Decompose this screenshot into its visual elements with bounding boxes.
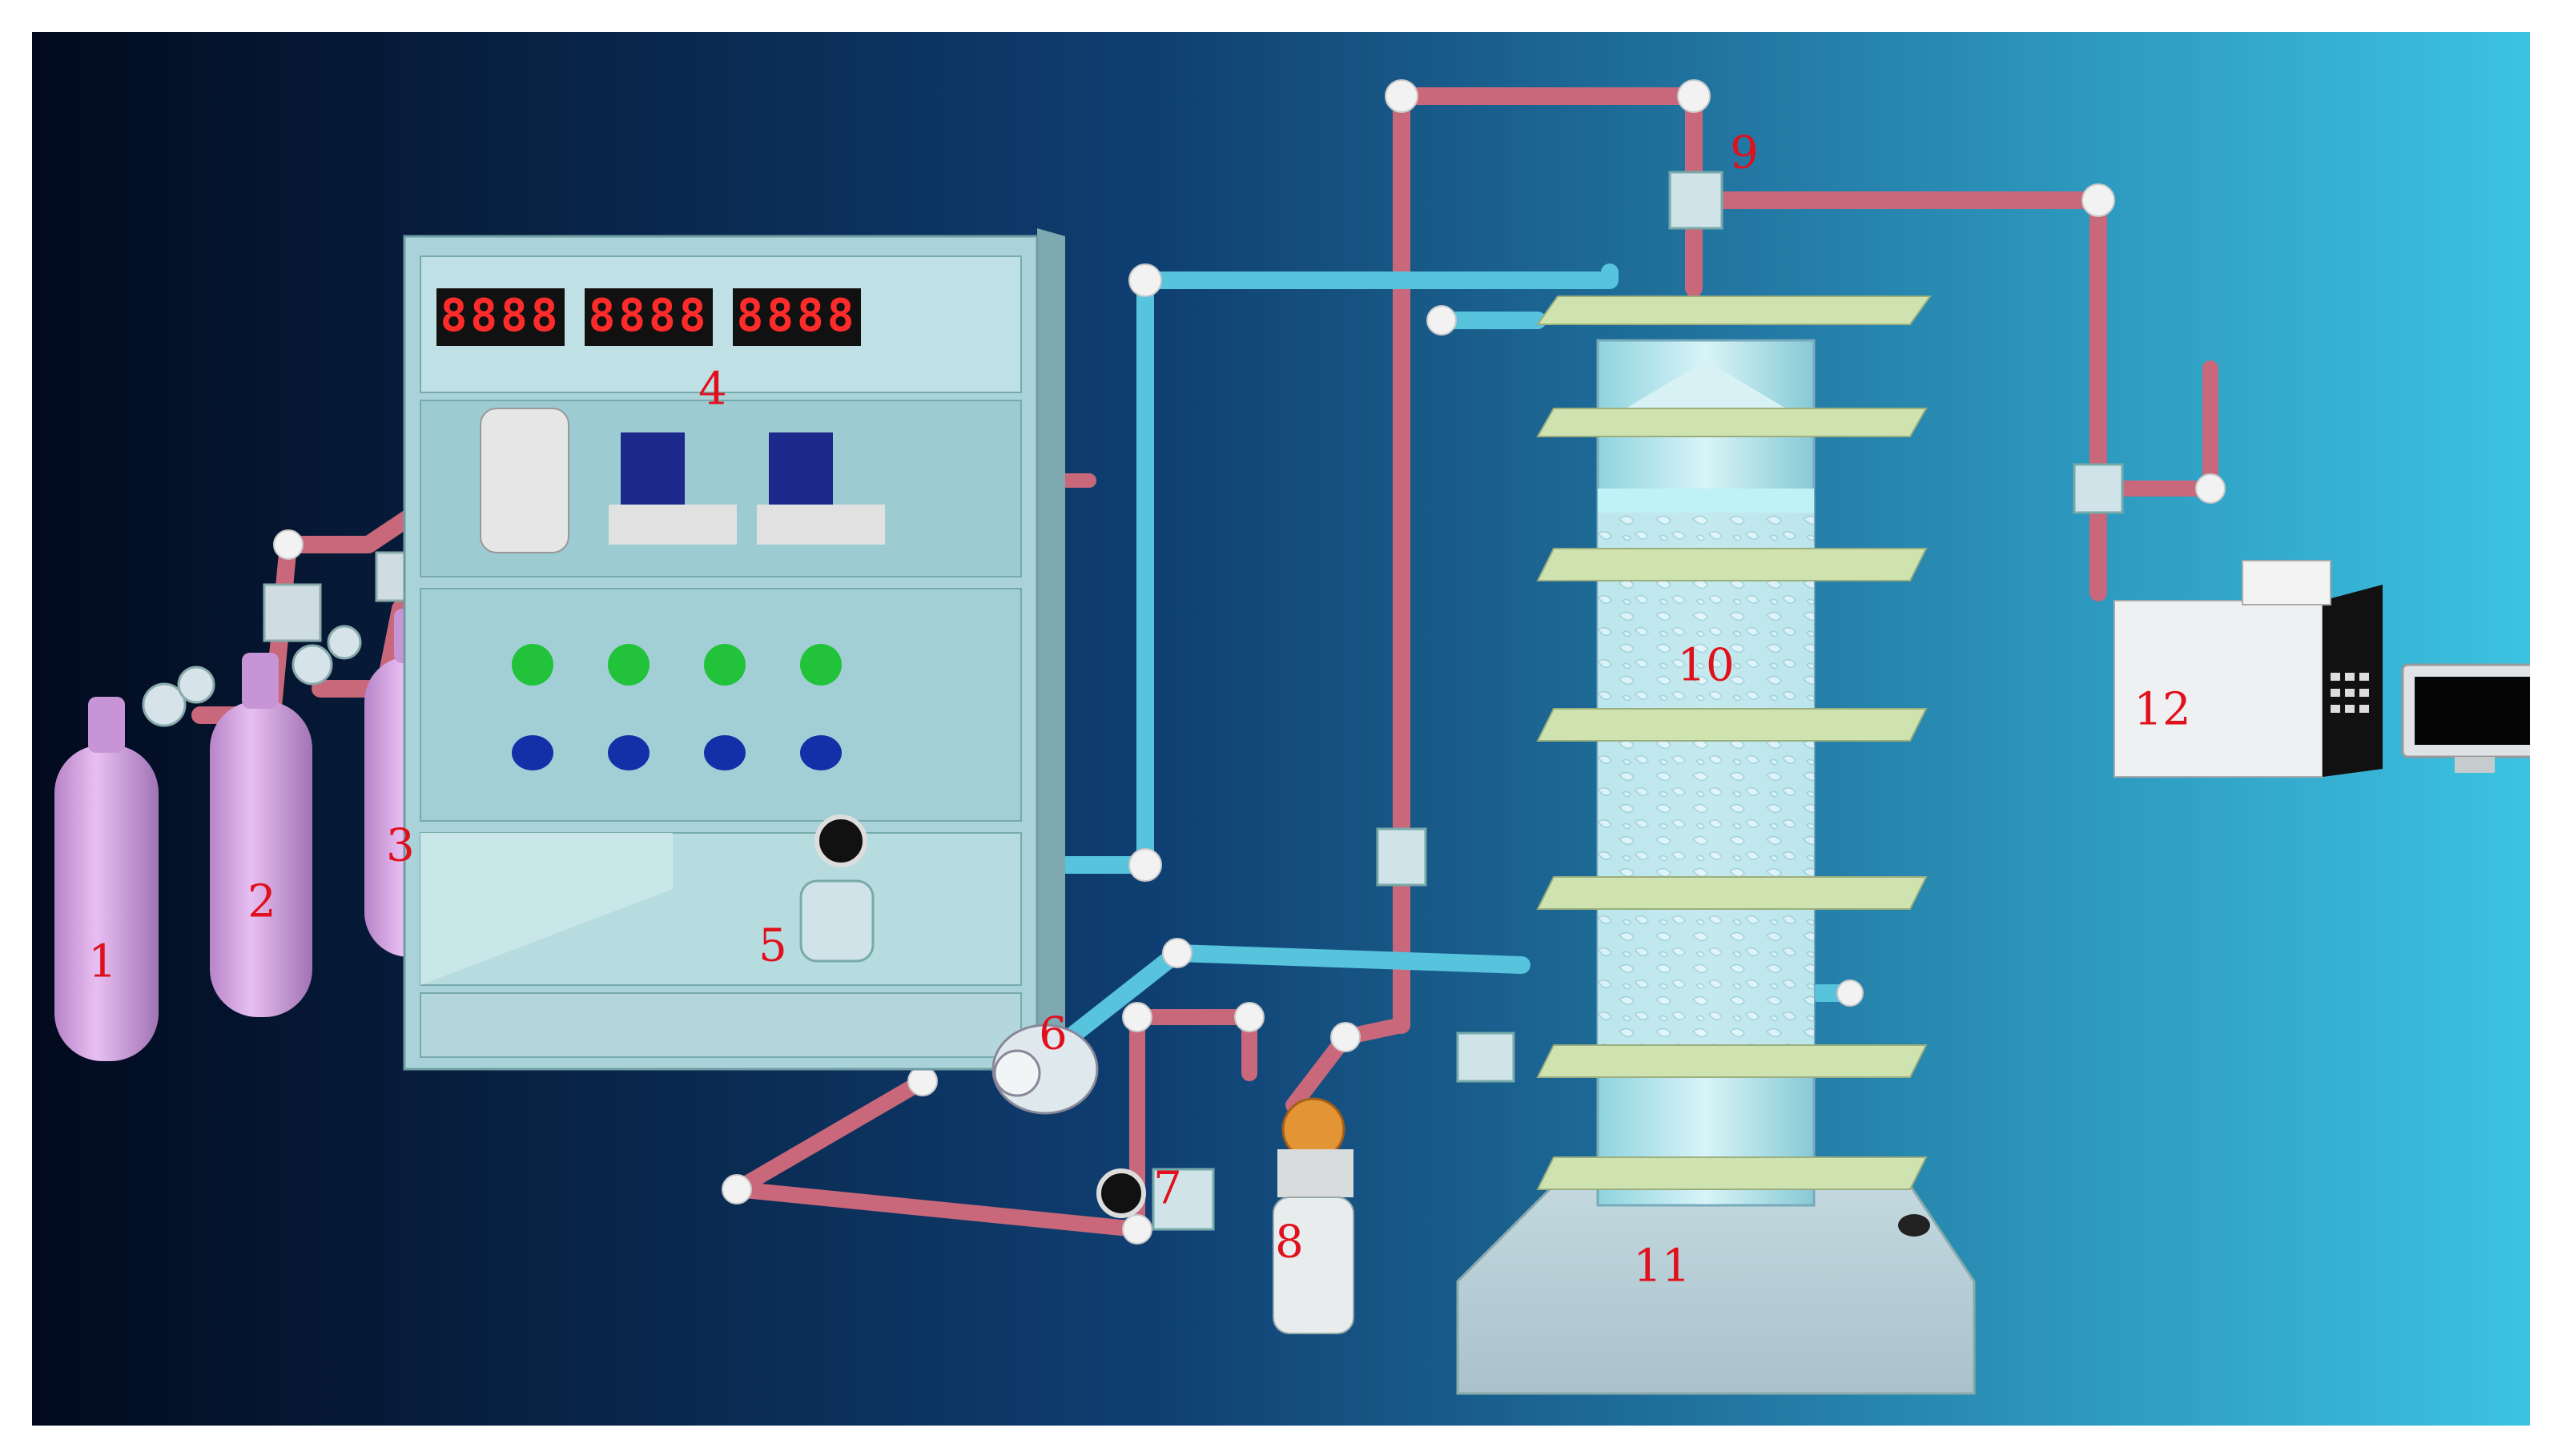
stop-button[interactable] xyxy=(704,735,746,770)
display-3-value: 8888 xyxy=(737,290,858,342)
display-2: 8888 xyxy=(585,288,713,346)
display-3: 8888 xyxy=(733,288,861,346)
stop-button[interactable] xyxy=(800,735,842,770)
filter-icon xyxy=(480,408,569,553)
label-3: 3 xyxy=(386,820,415,872)
figure: 8888 8888 8888 xyxy=(32,32,2530,1426)
label-10: 10 xyxy=(1677,640,1734,692)
display-1: 8888 xyxy=(436,288,565,346)
sensor-icon xyxy=(1096,1168,1146,1218)
label-11: 11 xyxy=(1633,1241,1690,1293)
regulator-gauge-icon xyxy=(327,625,362,660)
component-labels: 1 2 3 4 5 6 7 8 9 10 11 12 xyxy=(88,127,2190,1293)
solenoid-valve-icon xyxy=(769,432,833,505)
label-12: 12 xyxy=(2134,684,2190,736)
top-valve xyxy=(1668,171,1723,230)
stop-button[interactable] xyxy=(512,735,553,770)
column-flanges xyxy=(1536,296,1932,1190)
label-1: 1 xyxy=(88,936,117,988)
start-button[interactable] xyxy=(608,644,650,686)
flowmeter xyxy=(799,814,875,963)
humidifier-bottle xyxy=(1273,1097,1354,1334)
control-buttons xyxy=(512,644,842,770)
cylinder-2 xyxy=(210,625,362,1017)
label-9: 9 xyxy=(1730,127,1759,179)
label-5: 5 xyxy=(758,920,787,972)
sample-valve-icon xyxy=(2073,463,2124,514)
keypad-icon xyxy=(2331,673,2369,713)
solenoid-valve-icon xyxy=(621,432,685,505)
monitor-icon xyxy=(2401,663,2530,773)
pump xyxy=(991,1024,1099,1115)
start-button[interactable] xyxy=(704,644,746,686)
label-7: 7 xyxy=(1153,1163,1182,1215)
cylinder-1 xyxy=(54,666,215,1061)
label-8: 8 xyxy=(1275,1217,1304,1269)
display-2-value: 8888 xyxy=(589,290,710,342)
valve-icon xyxy=(263,583,322,642)
regulator-gauge-icon xyxy=(177,666,215,704)
column-base xyxy=(1456,1184,1976,1395)
meter-dial-icon xyxy=(814,814,867,867)
stop-button[interactable] xyxy=(608,735,650,770)
label-6: 6 xyxy=(1039,1008,1068,1060)
start-button[interactable] xyxy=(512,644,553,686)
schematic-canvas: 8888 8888 8888 xyxy=(32,32,2530,1426)
riser-valve-icon xyxy=(1376,827,1427,887)
display-1-value: 8888 xyxy=(440,290,561,342)
regulator-gauge-icon xyxy=(292,644,333,686)
inlet-valve-icon xyxy=(1456,1032,1515,1083)
label-4: 4 xyxy=(698,364,727,416)
start-button[interactable] xyxy=(800,644,842,686)
flow-sensor xyxy=(1096,1168,1215,1231)
label-2: 2 xyxy=(247,876,276,928)
control-cabinet: 8888 8888 8888 xyxy=(403,228,1065,1071)
regulator-gauge-icon xyxy=(142,682,187,727)
packed-column xyxy=(1536,296,1932,1207)
gas-analyzer xyxy=(2114,560,2530,778)
valve-icon xyxy=(1668,171,1723,230)
